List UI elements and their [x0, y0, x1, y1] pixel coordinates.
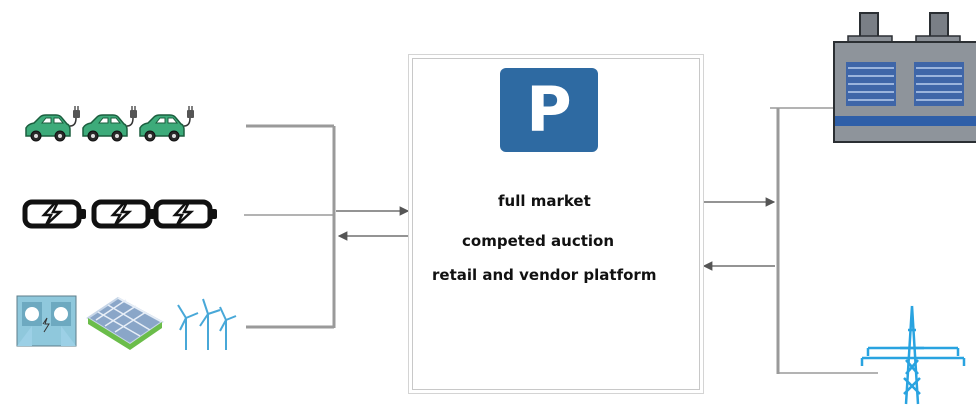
parking-logo-icon: P: [500, 68, 598, 152]
power-plant-icon: [833, 12, 976, 143]
transmission-tower-icon: [860, 305, 966, 405]
right-connector: [770, 107, 878, 374]
left-connector: [244, 124, 336, 329]
hydro-solar-wind-icon: [16, 295, 237, 350]
platform-line-retail-vendor: retail and vendor platform: [432, 266, 657, 284]
platform-line-full-market: full market: [498, 192, 591, 210]
battery-charging-icon: [25, 202, 217, 226]
platform-line-competed-auction: competed auction: [462, 232, 615, 250]
electric-car-icon: [25, 105, 195, 142]
